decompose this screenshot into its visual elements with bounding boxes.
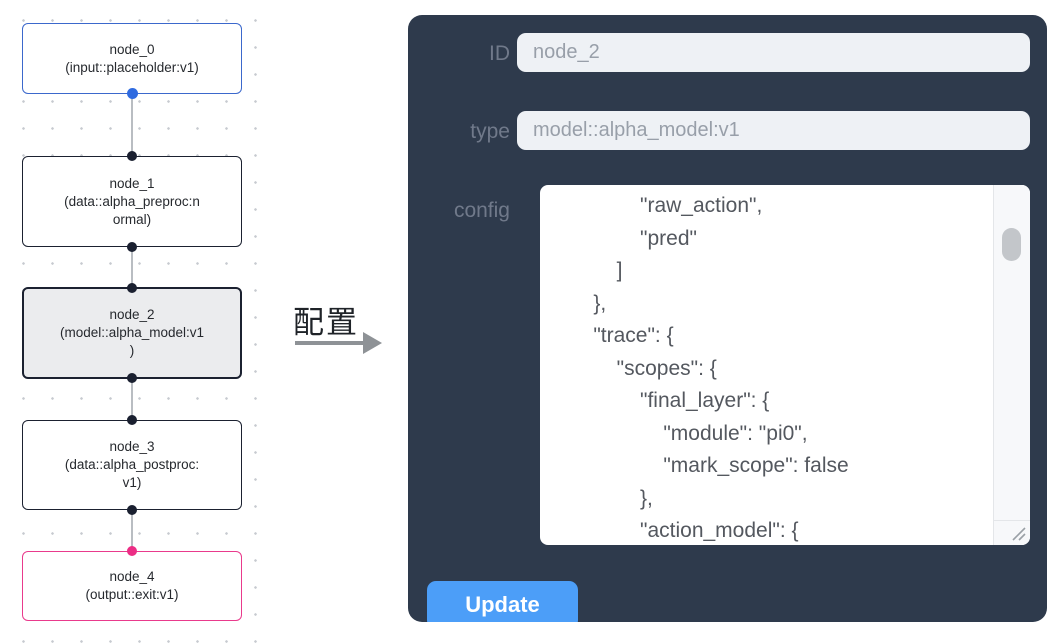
node-input-handle[interactable]: [127, 151, 137, 161]
flow-node-node_3[interactable]: node_3 (data::alpha_postproc: v1): [22, 415, 242, 515]
node-output-handle[interactable]: [126, 88, 138, 99]
node-input-handle[interactable]: [127, 546, 137, 556]
flow-edge: [131, 379, 133, 420]
update-button[interactable]: Update: [427, 581, 578, 622]
right-arrow-icon: [295, 332, 387, 354]
flow-node-node_4[interactable]: node_4 (output::exit:v1): [22, 546, 242, 621]
node-type-label: (output::exit:v1): [85, 587, 179, 602]
node-input-handle[interactable]: [127, 415, 137, 425]
panel-dot-grid-left: [392, 0, 406, 632]
node-title: node_1: [109, 175, 155, 191]
type-field-label: type: [470, 120, 510, 143]
flow-edge: [131, 247, 133, 287]
node-output-handle[interactable]: [127, 242, 137, 252]
node-config-panel: ID type config "raw_action", "pred" ] },…: [408, 15, 1047, 622]
type-input[interactable]: [517, 111, 1030, 150]
node-title: node_4: [109, 569, 155, 584]
id-input[interactable]: [517, 33, 1030, 72]
flow-node-node_0[interactable]: node_0 (input::placeholder:v1): [22, 23, 242, 99]
arrow-shaft: [295, 341, 365, 345]
config-annotation-label: 配置: [293, 305, 359, 340]
node-title: node_0: [109, 41, 155, 57]
config-textarea[interactable]: "raw_action", "pred" ] }, "trace": { "sc…: [540, 185, 1030, 545]
node-title: node_3: [109, 439, 155, 454]
node-input-handle[interactable]: [127, 283, 137, 293]
config-scrollbar-track[interactable]: [993, 185, 1030, 520]
arrow-head: [363, 332, 382, 354]
node-type-label: (model::alpha_model:v1 ): [59, 325, 205, 358]
node-title: node_2: [109, 307, 155, 322]
flow-node-node_2-selected[interactable]: node_2 (model::alpha_model:v1 ): [22, 283, 242, 383]
node-output-handle[interactable]: [127, 373, 137, 383]
flow-edge: [131, 94, 133, 156]
flow-edge: [131, 510, 133, 551]
config-json-text[interactable]: "raw_action", "pred" ] }, "trace": { "sc…: [593, 194, 849, 542]
node-type-label: (data::alpha_postproc: v1): [64, 457, 200, 490]
node-type-label: (input::placeholder:v1): [65, 59, 199, 75]
node-output-handle[interactable]: [127, 505, 137, 515]
flow-node-node_1[interactable]: node_1 (data::alpha_preproc:n ormal): [22, 151, 242, 252]
resize-grip-icon: [1012, 527, 1026, 541]
config-resize-handle[interactable]: [993, 520, 1030, 545]
node-type-label: (data::alpha_preproc:n ormal): [64, 193, 200, 227]
config-scrollbar-thumb[interactable]: [1002, 228, 1021, 261]
id-field-label: ID: [489, 42, 510, 65]
panel-dot-grid-top: [392, 0, 1062, 14]
config-field-label: config: [453, 199, 510, 222]
